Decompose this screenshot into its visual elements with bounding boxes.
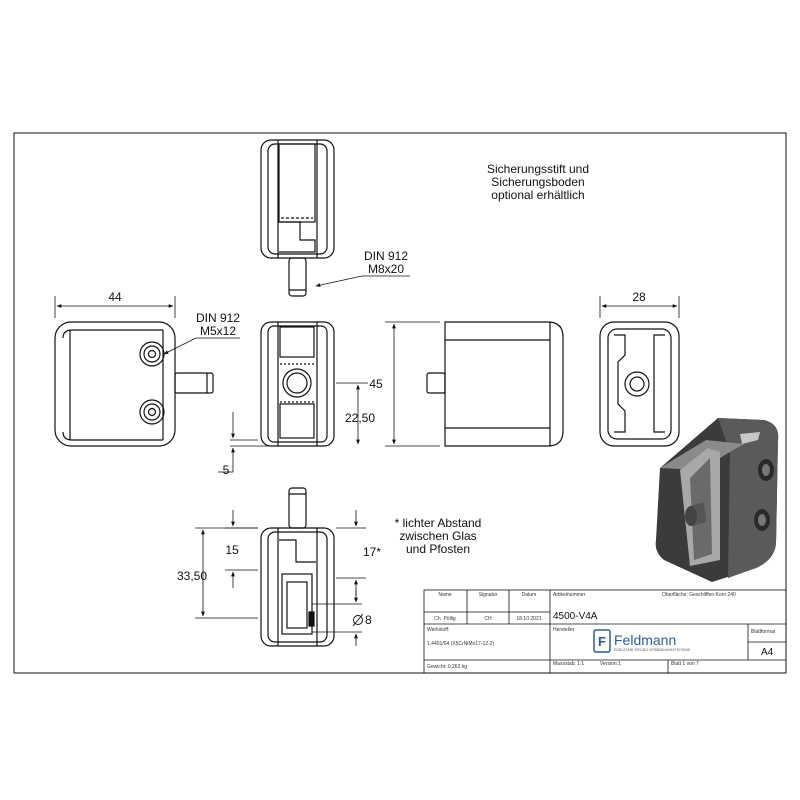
side-view [426, 321, 564, 447]
tb-hersteller-label: Hersteller [553, 627, 575, 633]
top-view [260, 139, 335, 297]
dim-offset-5: 5 [223, 463, 230, 477]
tb-werkstoff: 1.4401/04 (X5CrNiMo17-12-2) [427, 641, 495, 647]
tb-werkstoff-label: Werkstoff: [427, 627, 449, 633]
feldmann-logo: F Feldmann EDELSTAHL RELING VERBINDUNGST… [593, 629, 691, 653]
tb-blattformat-label: Blattformat [751, 629, 776, 635]
title-block [423, 589, 787, 674]
screw-top-spec-1: DIN 912 [364, 249, 408, 263]
note-gap-line-1: * lichter Abstand [395, 516, 482, 530]
tb-oberflaeche: Oberfläche: Geschliffen Korn 240 [662, 592, 736, 598]
title-block-text: Name Signatur Datum Ch. Pöllig CH 18.10.… [427, 592, 776, 670]
screw-hole-upper [139, 341, 165, 367]
note-gap: * lichter Abstand zwischen Glas und Pfos… [395, 516, 482, 556]
dim-diameter-8: 8 [352, 613, 372, 627]
bottom-view [260, 487, 335, 647]
screw-hole-lower [139, 399, 165, 425]
dim-height-45: 45 [369, 377, 383, 391]
note-gap-line-2: zwischen Glas [399, 529, 476, 543]
tb-row-name: Ch. Pöllig [434, 616, 456, 622]
tb-row-signatur: CH [484, 616, 492, 622]
tb-blatt: Blatt 1 von 7 [671, 661, 699, 667]
screw-left-spec-2: M5x12 [200, 324, 236, 338]
note-optional-line-3: optional erhältlich [491, 188, 584, 202]
dim-width-44: 44 [108, 290, 122, 304]
logo-letter: F [598, 634, 606, 649]
logo-icon [593, 629, 611, 653]
tb-blattformat: A4 [761, 647, 774, 658]
center-section-view [230, 321, 335, 447]
logo-tagline: EDELSTAHL RELING VERBINDUNGSTECHNIK [614, 648, 691, 652]
dim-half-height: 22,50 [345, 411, 375, 425]
render-3d [655, 418, 779, 582]
dimension-lines [54, 275, 680, 646]
tb-artikel-label: Artikelnummer [553, 592, 586, 598]
note-gap-line-3: und Pfosten [406, 542, 470, 556]
note-optional: Sicherungsstift und Sicherungsboden opti… [487, 162, 589, 202]
dim-diameter-value: 8 [365, 613, 372, 627]
dim-total-33-50: 33,50 [177, 569, 207, 583]
tb-gewicht: Gewicht: 0.262 kg [427, 664, 467, 670]
tb-col-signatur: Signatur [479, 592, 498, 598]
dim-width-28: 28 [632, 290, 646, 304]
note-optional-line-1: Sicherungsstift und [487, 162, 589, 176]
dim-gap-17: 17* [363, 545, 381, 559]
screw-left-spec-1: DIN 912 [196, 311, 240, 325]
dim-pin-15: 15 [225, 543, 239, 557]
tb-col-datum: Datum [522, 592, 537, 598]
tb-col-name: Name [438, 592, 452, 598]
drawing-frame [13, 132, 787, 674]
tb-artikel-number: 4500-V4A [553, 611, 598, 622]
left-front-view [54, 321, 214, 447]
screw-top-spec-2: M8x20 [368, 262, 404, 276]
note-optional-line-2: Sicherungsboden [491, 175, 584, 189]
tb-row-datum: 18.10.2021 [516, 616, 541, 622]
tb-version: Version:1 [600, 661, 621, 667]
end-view [599, 321, 680, 447]
tb-massstab: Massstab: 1:1 [553, 661, 584, 667]
logo-name: Feldmann [614, 632, 676, 648]
